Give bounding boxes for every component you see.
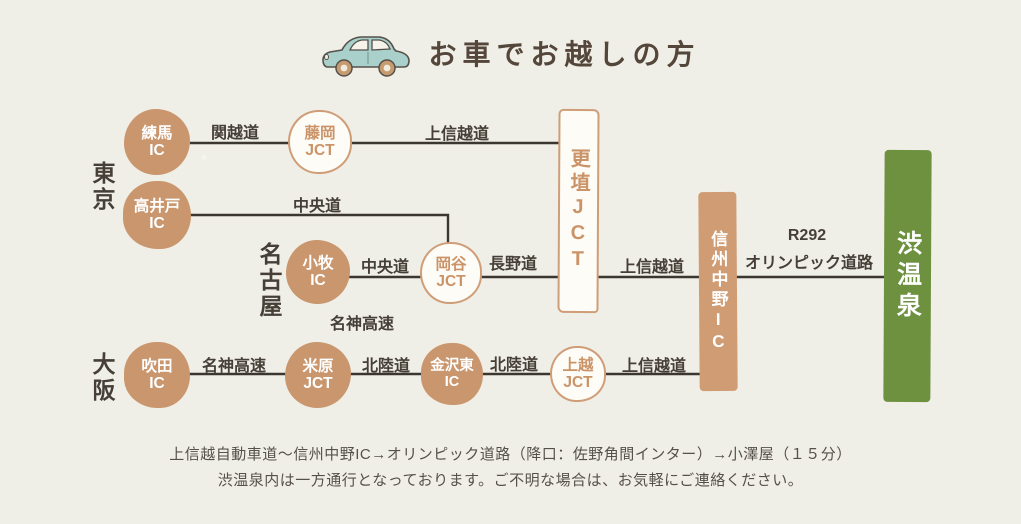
region-label-osaka: 大阪 [89,352,115,404]
page-header: お車でお越しの方 [0,26,1021,80]
region-label-nagoya: 名古屋 [256,242,282,320]
car-icon [322,36,411,77]
node-joetsu-jct: 上越 JCT [550,346,606,402]
road-label-chuo-takaido: 中央道 [292,198,341,215]
node-label: JCT [436,273,466,290]
note-route-description: 上信越自動車道～信州中野IC→オリンピック道路（降口：佐野角間インター）→小澤屋… [169,446,852,463]
node-label: IC [444,374,460,390]
node-fujioka-jct: 藤岡 JCT [288,110,352,174]
node-kanazawahigashi-ic: 金沢東 IC [421,343,483,405]
node-label: 岡谷 [435,255,467,273]
node-label: 高井戸 [133,197,181,215]
node-suita-ic: 吹田 IC [124,342,190,408]
node-label: 藤岡 [304,124,336,142]
destination-shibu-onsen: 渋温泉 [883,149,932,403]
road-label-meishin: 名神高速 [201,358,266,375]
node-label: 金沢東 [430,357,474,374]
node-takaido-ic: 高井戸 IC [123,181,191,249]
road-label-hokuriku-2: 北陸道 [489,357,538,374]
region-label-tokyo: 東京 [89,161,115,213]
node-label: 吹田 [141,357,173,375]
node-label: 上越 [562,356,594,374]
route-line [190,213,450,252]
node-label: IC [149,142,165,159]
road-label-nagano: 長野道 [488,256,537,273]
node-label: 練馬 [141,124,173,142]
road-label-joshinetsu-top: 上信越道 [424,126,489,143]
node-label: JCT [303,375,333,392]
road-label-meishin-link: 名神高速 [329,316,394,333]
road-label-chuo-komaki: 中央道 [360,259,409,276]
node-maibara-jct: 米原 JCT [285,342,351,408]
node-label: JCT [305,142,335,159]
node-label: JCT [563,374,593,391]
node-komaki-ic: 小牧 IC [286,240,350,304]
node-koshoku-jct: 更埴JCT [557,108,600,314]
node-nerima-ic: 練馬 IC [124,109,190,175]
node-label: IC [310,272,326,289]
road-label-kanetsu: 関越道 [210,125,259,142]
node-label: IC [149,375,165,392]
node-label: IC [149,215,165,232]
road-label-joshinetsu-mid: 上信越道 [619,259,684,276]
node-okaya-jct: 岡谷 JCT [420,242,482,304]
node-label: 米原 [302,357,334,375]
node-label: 小牧 [302,254,334,272]
road-label-joshinetsu-bottom: 上信越道 [621,358,686,375]
road-label-hokuriku-1: 北陸道 [361,358,410,375]
road-label-olympic: オリンピック道路 [744,255,873,272]
node-shinshunakano-ic: 信州中野IC [698,191,738,392]
page-title: お車でお越しの方 [428,38,701,71]
road-label-r292: R292 [787,227,827,244]
note-one-way-warning: 渋温泉内は一方通行となっております。ご不明な場合は、お気軽にご連絡ください。 [217,472,804,489]
